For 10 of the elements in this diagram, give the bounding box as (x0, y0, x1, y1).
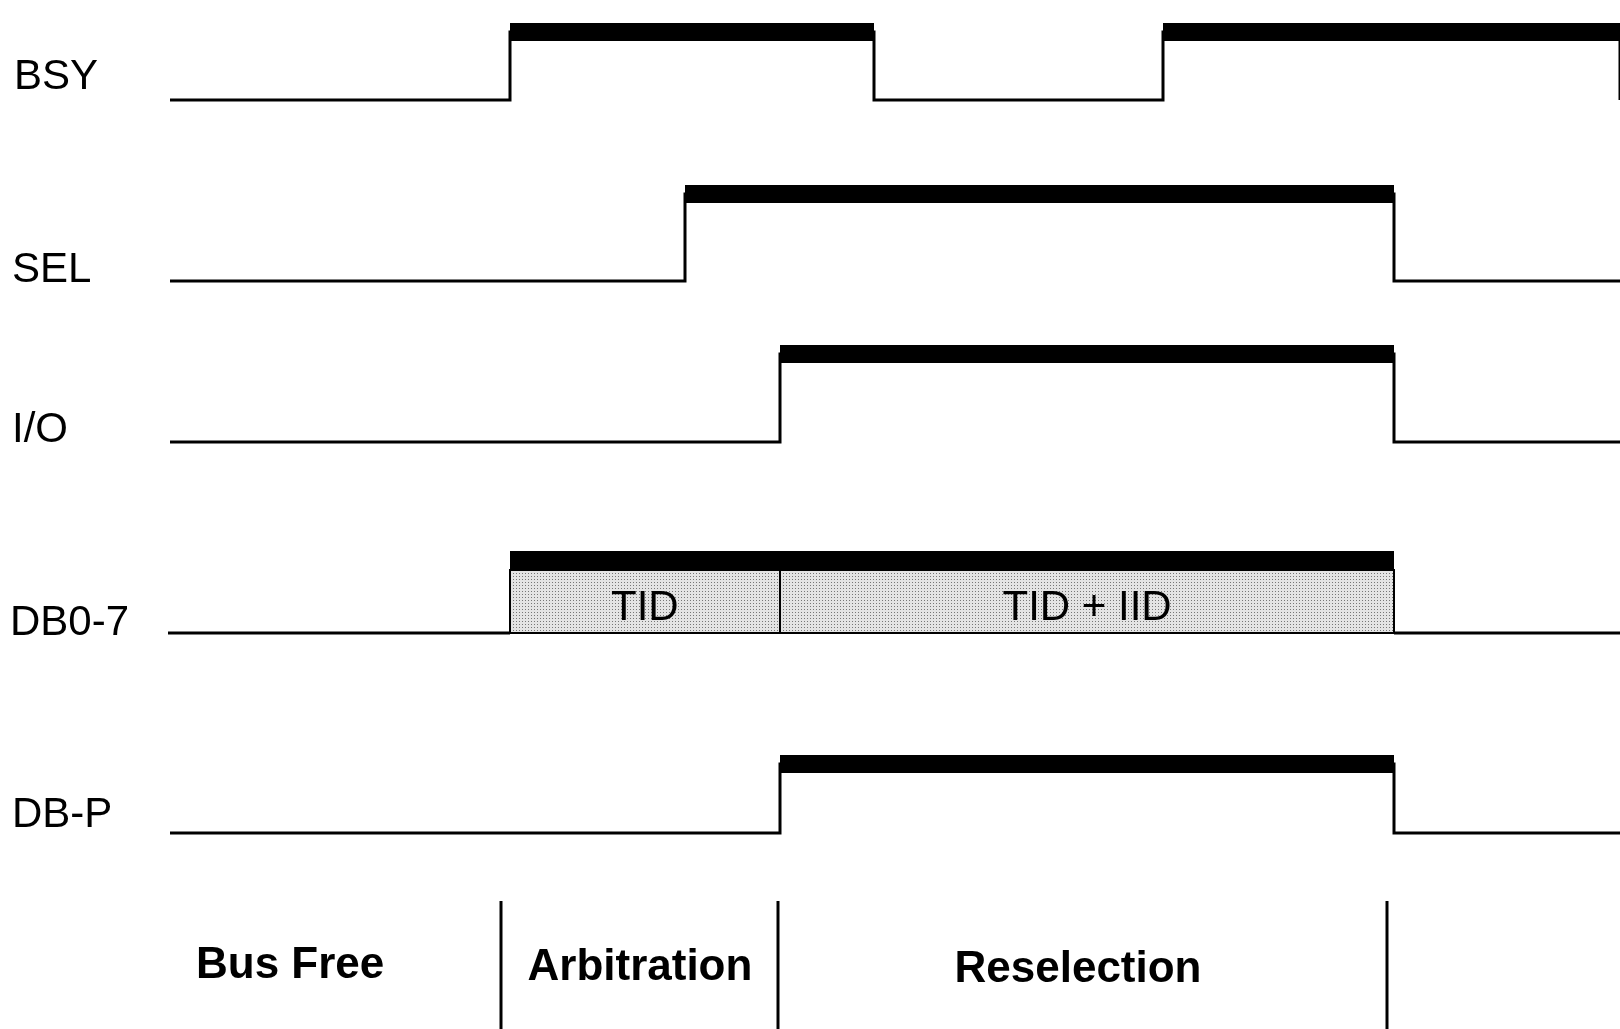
signal-name: DB-P (12, 792, 113, 834)
phase-label: Reselection (954, 945, 1202, 989)
data-value: TID + IID (1002, 585, 1172, 627)
data-value: TID (611, 585, 679, 627)
signal-name: I/O (12, 407, 68, 449)
signal-name: BSY (14, 54, 99, 96)
signal-name: SEL (12, 247, 92, 289)
phase-label: Arbitration (527, 943, 753, 987)
phase-label: Bus Free (196, 941, 385, 985)
signal-name: DB0-7 (10, 600, 130, 642)
